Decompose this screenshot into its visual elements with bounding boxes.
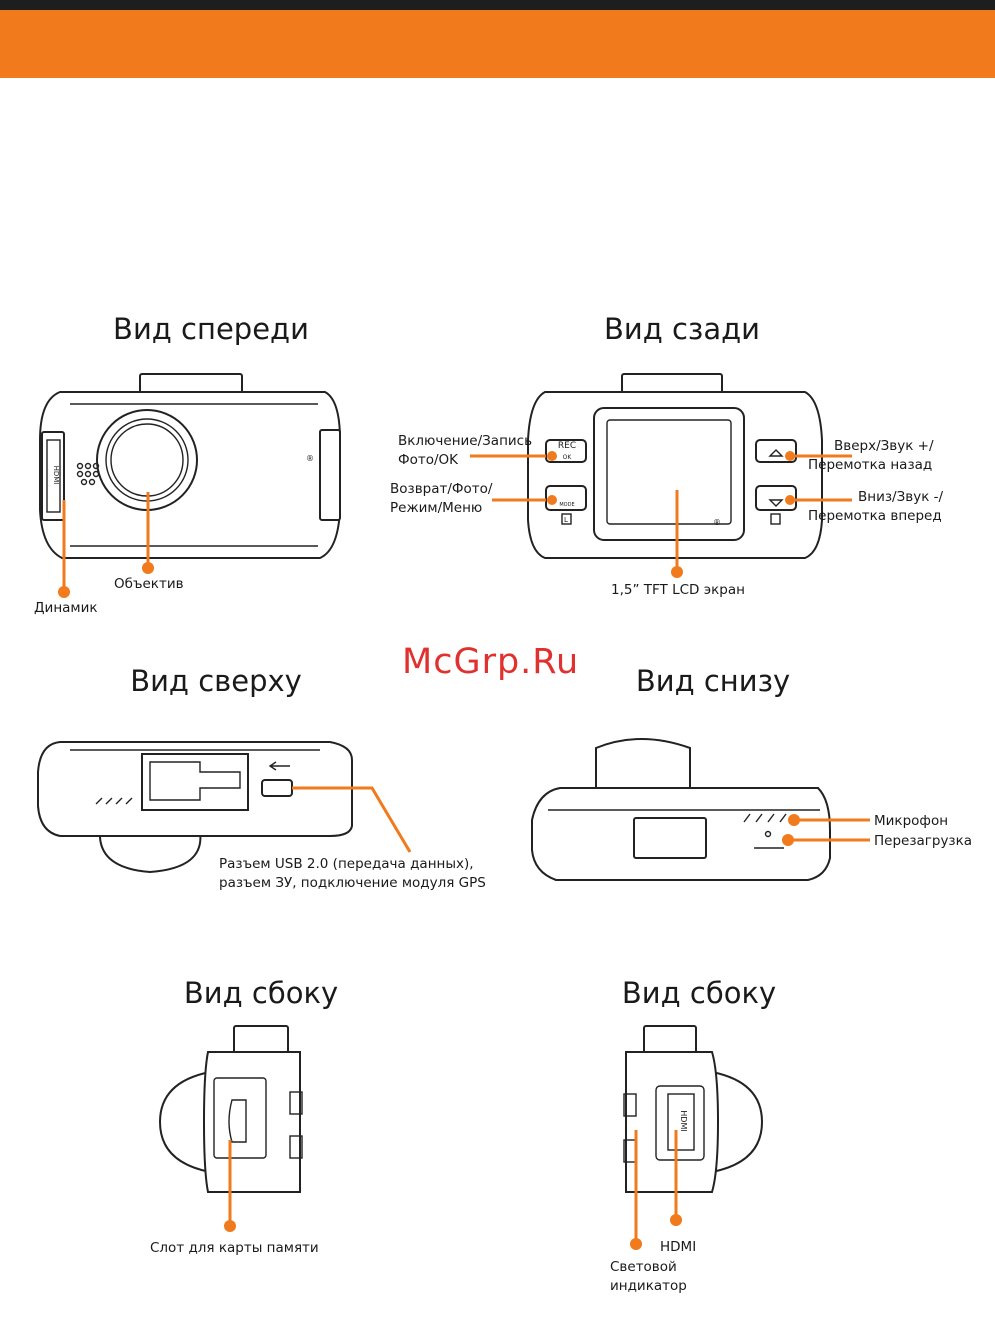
side-view-right-device <box>623 1025 764 1250</box>
lens-marker <box>142 562 154 574</box>
usb-leader-line <box>292 786 412 853</box>
back-view-title: Вид сзади <box>603 312 761 346</box>
side-view-left-device <box>158 1025 303 1232</box>
reset-marker <box>782 834 794 846</box>
side-view-left-title: Вид сбоку <box>183 976 339 1010</box>
up-label-line1: Вверх/Звук +/ <box>834 438 934 454</box>
top-view-title: Вид сверху <box>130 664 302 698</box>
down-marker <box>785 495 795 505</box>
card-slot-label: Слот для карты памяти <box>150 1240 319 1256</box>
power-marker <box>547 451 557 461</box>
top-view-device <box>37 741 412 874</box>
side-hdmi-mark: HDMI <box>679 1110 688 1131</box>
side-view-right-title: Вид сбоку <box>621 976 777 1010</box>
card-slot-marker <box>224 1220 236 1232</box>
power-rec-label-line1: Включение/Запись <box>398 433 533 449</box>
led-label-line2: индикатор <box>610 1278 687 1294</box>
bottom-view-title: Вид снизу <box>635 664 791 698</box>
led-label-line1: Световой <box>610 1259 677 1275</box>
lens-label: Объектив <box>114 576 184 592</box>
screen-label: 1,5” TFT LCD экран <box>611 582 745 598</box>
reset-label: Перезагрузка <box>874 833 973 849</box>
bottom-view-device <box>531 738 870 881</box>
back-registered-mark: ® <box>713 518 721 527</box>
front-hdmi-mark: HDMI <box>52 466 60 485</box>
screen-marker <box>671 566 683 578</box>
top-dark-bar <box>0 0 995 10</box>
ok-mark: OK <box>563 454 573 461</box>
power-rec-label-line2: Фото/OK <box>398 452 459 468</box>
front-registered-mark: ® <box>306 454 314 463</box>
hdmi-marker <box>670 1214 682 1226</box>
mode-mark: MODE <box>559 502 574 508</box>
up-marker <box>785 451 795 461</box>
speaker-marker <box>58 586 70 598</box>
speaker-label: Динамик <box>34 600 98 616</box>
up-label-line2: Перемотка назад <box>808 457 933 473</box>
usb-label-line1: Разъем USB 2.0 (передача данных), <box>219 856 474 872</box>
rec-mark: REC <box>558 441 576 451</box>
back-marker <box>547 495 557 505</box>
led-marker <box>630 1238 642 1250</box>
down-label-line2: Перемотка вперед <box>808 508 942 524</box>
usb-label-line2: разъем ЗУ, подключение модуля GPS <box>219 875 486 891</box>
front-view-title: Вид спереди <box>113 312 309 346</box>
front-view-device <box>39 373 341 598</box>
l-mark: L <box>564 516 568 524</box>
hdmi-label: HDMI <box>660 1239 697 1255</box>
back-label-line1: Возврат/Фото/ <box>390 481 493 497</box>
down-label-line1: Вниз/Звук -/ <box>858 489 944 505</box>
watermark: McGrp.Ru <box>402 642 580 682</box>
mic-label: Микрофон <box>874 813 949 829</box>
mic-marker <box>788 814 800 826</box>
back-view-device <box>470 373 852 578</box>
back-label-line2: Режим/Меню <box>390 500 483 516</box>
header-orange-bar <box>0 10 995 78</box>
